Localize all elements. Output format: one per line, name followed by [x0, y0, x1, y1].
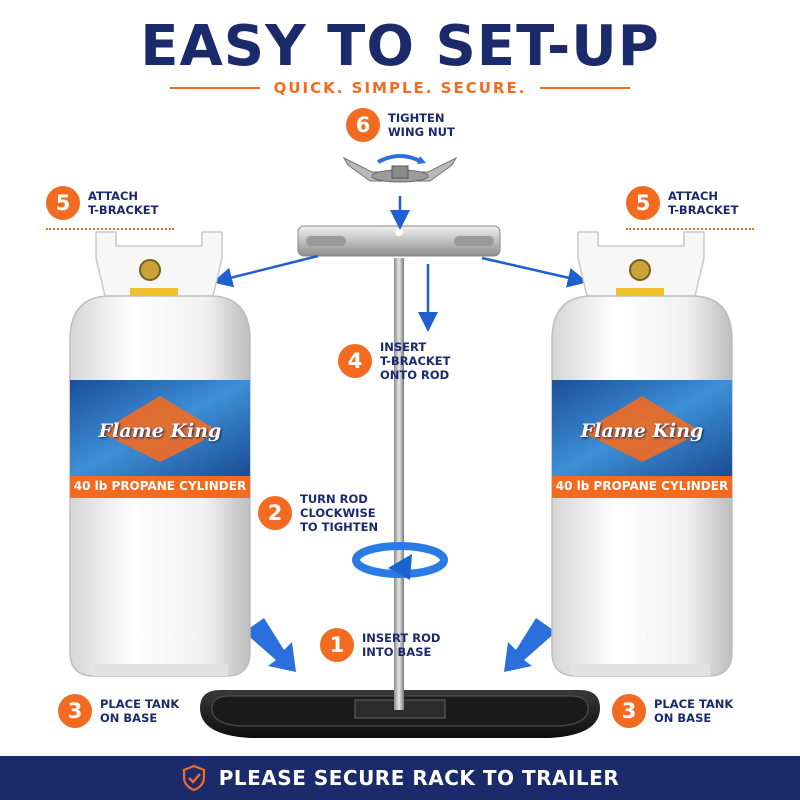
rack-base — [200, 690, 600, 738]
tank-left-brand: Flame King — [98, 420, 222, 442]
wing-nut — [342, 154, 458, 183]
footer-banner: PLEASE SECURE RACK TO TRAILER — [0, 756, 800, 800]
direction-arrows — [212, 196, 588, 332]
threaded-rod — [394, 258, 404, 710]
step-3-place-tank-left: 3 PLACE TANK ON BASE — [58, 694, 179, 728]
shield-check-icon — [182, 764, 205, 792]
step-1-insert-rod: 1 INSERT ROD INTO BASE — [320, 628, 440, 662]
dotted-divider-right — [626, 228, 754, 230]
subtitle-divider-right — [540, 87, 631, 89]
base-arrows — [244, 618, 556, 672]
rotation-arrow-icon — [352, 542, 448, 580]
step-number-badge: 3 — [612, 694, 646, 728]
subtitle-divider-left — [169, 87, 260, 89]
step-number-badge: 1 — [320, 628, 354, 662]
step-instruction: PLACE TANK ON BASE — [100, 697, 180, 725]
step-instruction: INSERT ROD INTO BASE — [362, 631, 441, 659]
step-6-tighten-wing-nut: 6 TIGHTEN WING NUT — [346, 108, 455, 142]
step-instruction: ATTACH T-BRACKET — [668, 189, 739, 217]
step-2-turn-rod: 2 TURN ROD CLOCKWISE TO TIGHTEN — [258, 492, 378, 534]
step-4-insert-t-bracket: 4 INSERT T-BRACKET ONTO ROD — [338, 340, 451, 382]
propane-tank-right — [551, 231, 733, 677]
step-5-attach-t-bracket-right: 5 ATTACH T-BRACKET — [626, 186, 739, 220]
footer-message: PLEASE SECURE RACK TO TRAILER — [218, 766, 620, 790]
step-number-badge: 6 — [346, 108, 380, 142]
step-number-badge: 3 — [58, 694, 92, 728]
step-number-badge: 5 — [626, 186, 660, 220]
tank-left-label: 40 lb PROPANE CYLINDER — [73, 479, 247, 493]
step-number-badge: 2 — [258, 496, 292, 530]
page-title: EASY TO SET-UP — [140, 14, 660, 79]
step-3-place-tank-right: 3 PLACE TANK ON BASE — [612, 694, 733, 728]
step-instruction: ATTACH T-BRACKET — [88, 189, 159, 217]
step-number-badge: 4 — [338, 344, 372, 378]
step-instruction: TIGHTEN WING NUT — [388, 111, 455, 139]
tank-right-brand: Flame King — [580, 420, 704, 442]
step-instruction: TURN ROD CLOCKWISE TO TIGHTEN — [300, 492, 379, 534]
page-subtitle: QUICK. SIMPLE. SECURE. — [273, 79, 527, 97]
step-instruction: INSERT T-BRACKET ONTO ROD — [380, 340, 451, 382]
subtitle-row: QUICK. SIMPLE. SECURE. — [0, 78, 800, 98]
dotted-divider-left — [46, 228, 174, 230]
tank-right-label: 40 lb PROPANE CYLINDER — [555, 479, 729, 493]
step-instruction: PLACE TANK ON BASE — [654, 697, 734, 725]
step-number-badge: 5 — [46, 186, 80, 220]
t-bracket — [297, 225, 501, 257]
propane-tank-left — [69, 231, 251, 677]
step-5-attach-t-bracket-left: 5 ATTACH T-BRACKET — [46, 186, 159, 220]
